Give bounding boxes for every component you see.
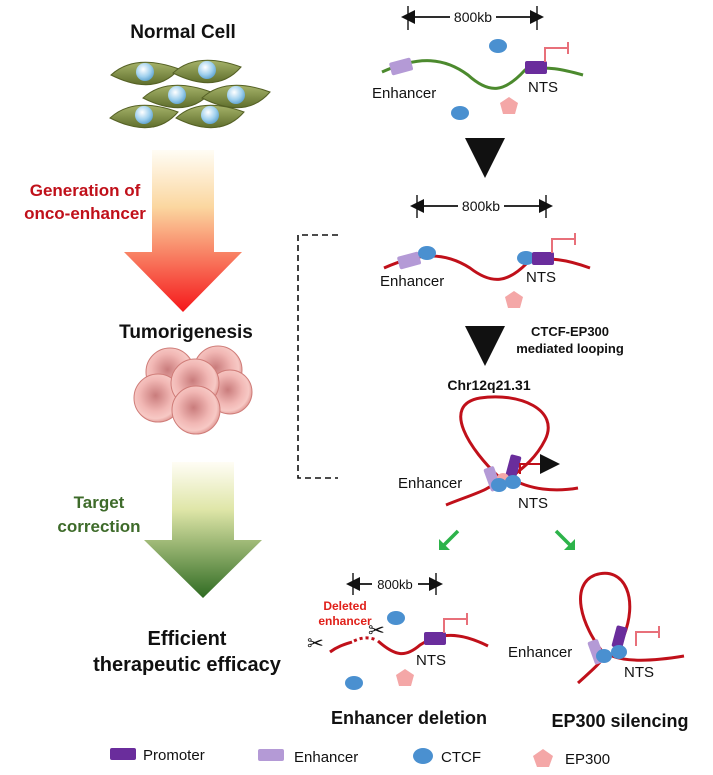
ctcf-icon [505,475,521,489]
enhancer-block [397,251,421,270]
tss-arrow [544,42,569,62]
deleted-enhancer-label-2: enhancer [318,614,372,628]
green-arrow-right [554,529,572,547]
nts-label: NTS [528,79,558,96]
ctcf-icon [345,676,363,690]
efficacy-title-1: Efficient [148,628,227,650]
promoter-block [611,625,628,649]
dna-strand-remaining [377,633,489,655]
target-label-1: Target [74,493,125,512]
deletion-caption: Enhancer deletion [331,708,487,728]
generation-label-2: onco-enhancer [24,204,146,223]
ctcf-icon [596,649,612,663]
legend-enhancer-label: Enhancer [294,749,358,766]
normal-cells-icon [109,59,271,129]
panel-normal: 800kb Enhancer NTS [372,6,584,120]
legend-promoter-label: Promoter [143,747,205,764]
legend-ctcf-label: CTCF [441,749,481,766]
panel-silencing: Enhancer NTS EP300 silencing [508,571,689,731]
enhancer-label: Enhancer [508,644,572,661]
deleted-region [353,636,377,643]
target-label-2: correction [57,517,140,536]
target-correction-arrow [144,462,262,598]
ctcf-icon [491,478,507,492]
promoter-block [505,454,522,478]
left-flow: Normal Cell Generation of onco-enhancer … [24,22,282,676]
legend: Promoter Enhancer CTCF EP300 [110,747,610,768]
green-arrowhead-right [564,539,575,550]
ctcf-icon [387,611,405,625]
ctcf-icon [418,246,436,260]
tss-arrow [551,233,576,253]
panel-looping: Chr12q21.31 Enhancer NTS [398,377,579,512]
nts-label: NTS [416,652,446,669]
distance-label: 800kb [454,9,492,25]
distance-label: 800kb [462,198,500,214]
enhancer-label: Enhancer [398,475,462,492]
green-arrowhead-left [439,539,450,550]
promoter-block [525,61,547,74]
tss-arrow [443,613,468,633]
panel-onco: 800kb Enhancer NTS [380,195,591,308]
silencing-caption: EP300 silencing [551,711,688,731]
tumorigenesis-title: Tumorigenesis [119,322,253,343]
active-tss-arrow [519,454,560,474]
ep300-icon [505,291,523,308]
promoter-block [424,632,446,645]
ctcf-icon [451,106,469,120]
legend-enhancer-swatch [258,749,284,761]
ep300-icon [500,97,518,114]
ctcf-icon [489,39,507,53]
scissors-icon: ✂ [368,620,385,642]
enhancer-label: Enhancer [380,273,444,290]
nts-label: NTS [518,495,548,512]
dashed-bracket [297,234,338,479]
promoter-block [532,252,554,265]
enhancer-label: Enhancer [372,85,436,102]
legend-ep300-label: EP300 [565,751,610,768]
onco-enhancer-arrow [124,150,242,312]
normal-cell-title: Normal Cell [130,22,236,43]
nts-label: NTS [526,269,556,286]
scissors-icon: ✂ [307,633,324,655]
green-arrow-left [442,529,460,547]
efficacy-title-2: therapeutic efficacy [93,654,282,676]
distance-scale: 800kb [401,6,544,30]
legend-ctcf-swatch [413,748,433,764]
step-label-2: mediated looping [516,341,624,356]
dna-strand-deleted [329,640,353,654]
ep300-icon [396,669,414,686]
ctcf-icon [517,251,535,265]
tss-arrow [635,626,660,646]
deleted-enhancer-label-1: Deleted [323,599,366,613]
tumor-cells-icon [133,345,253,435]
dna-strand-healthy [381,59,584,90]
ctcf-icon [611,645,627,659]
generation-label-1: Generation of [30,181,141,200]
locus-label: Chr12q21.31 [447,377,530,393]
panel-deletion: 800kb Deleted enhancer ✂ ✂ NTS Enhancer … [307,573,489,728]
enhancer-block [389,57,413,76]
distance-scale: 800kb [346,573,443,595]
distance-scale: 800kb [410,195,553,218]
distance-label: 800kb [377,577,412,592]
nts-label: NTS [624,664,654,681]
step-label-1: CTCF-EP300 [531,324,609,339]
legend-ep300-swatch [533,749,553,767]
legend-promoter-swatch [110,748,136,760]
